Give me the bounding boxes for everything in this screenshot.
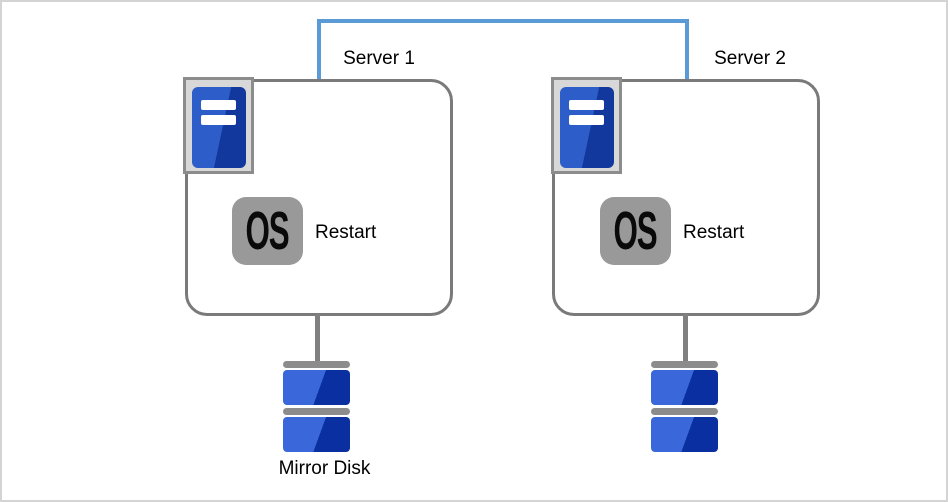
- server-tower-icon: [560, 87, 614, 168]
- disk-platter: [651, 417, 718, 452]
- mirror-disk-label: Mirror Disk: [278, 458, 371, 479]
- server1-restart-label: Restart: [315, 222, 377, 243]
- server1-disk-connector-line: [315, 314, 320, 362]
- disk-cap: [283, 408, 350, 415]
- disk-cap: [651, 408, 718, 415]
- server-tower-icon: [192, 87, 246, 168]
- disk-platter: [283, 370, 350, 405]
- disk-cap: [283, 361, 350, 368]
- server2-os-icon: OS: [600, 197, 671, 265]
- disk-cap: [651, 361, 718, 368]
- interconnect-line: [317, 19, 689, 79]
- server1-os-icon: OS: [232, 197, 303, 265]
- server2-restart-label: Restart: [683, 222, 745, 243]
- drive-bay-icon: [201, 100, 236, 110]
- drive-bay-icon: [569, 100, 604, 110]
- server1-computer-icon-frame: [183, 77, 254, 174]
- server1-label: Server 1: [343, 48, 415, 69]
- server2-computer-icon-frame: [551, 77, 622, 174]
- server2-disk-connector-line: [683, 314, 688, 362]
- os-badge-text: OS: [246, 201, 290, 261]
- drive-bay-icon: [201, 115, 236, 125]
- disk-platter: [651, 370, 718, 405]
- server2-mirror-disk-icon: [651, 361, 718, 453]
- server2-label: Server 2: [714, 48, 786, 69]
- os-badge-text: OS: [614, 201, 658, 261]
- disk-platter: [283, 417, 350, 452]
- drive-bay-icon: [569, 115, 604, 125]
- server1-mirror-disk-icon: [283, 361, 350, 453]
